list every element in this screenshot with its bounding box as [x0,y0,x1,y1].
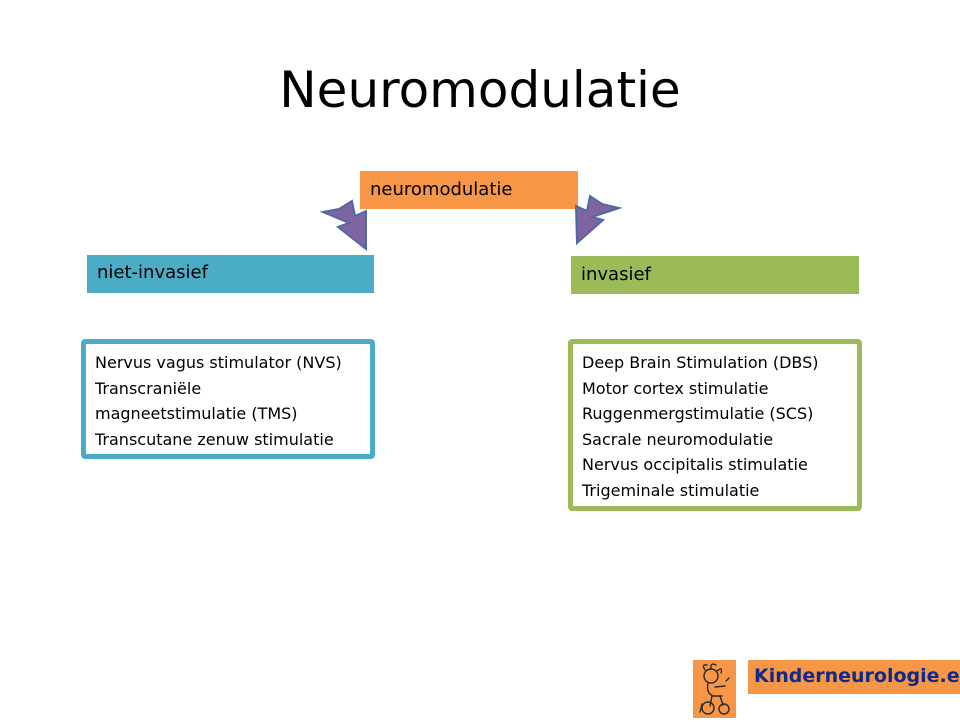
branch-invasief: invasief [571,256,859,294]
list-item: Ruggenmergstimulatie (SCS) [582,404,814,423]
list-niet-invasief: Nervus vagus stimulator (NVS) Transcrani… [81,339,375,459]
list-item: Transcraniële [95,378,202,398]
kinderneurologie-logo-icon [693,660,736,718]
slide-title: Neuromodulatie [279,61,681,119]
branch-niet-invasief: niet-invasief [87,255,374,293]
list-item: Sacrale neuromodulatie [582,429,774,449]
list-invasief: Deep Brain Stimulation (DBS) Motor corte… [568,339,862,511]
list-item: Deep Brain Stimulation (DBS) [582,353,819,372]
branch-invasief-label: invasief [581,264,651,285]
brand-link[interactable]: Kinderneurologie.eu [748,660,960,694]
list-item: magneetstimulatie (TMS) [95,404,298,423]
branch-niet-invasief-label: niet-invasief [97,262,208,283]
list-item: Nervus occipitalis stimulatie [582,455,808,474]
list-item: Transcutane zenuw stimulatie [95,429,334,449]
brand-text: Kinderneurologie.eu [754,665,960,687]
list-item: Motor cortex stimulatie [582,378,769,398]
root-node-label: neuromodulatie [370,179,513,200]
arrow-down-right-icon [574,194,623,246]
root-node: neuromodulatie [360,171,578,209]
list-item: Trigeminale stimulatie [582,480,760,500]
arrow-down-left-icon [319,199,367,252]
list-item: Nervus vagus stimulator (NVS) [95,353,342,372]
